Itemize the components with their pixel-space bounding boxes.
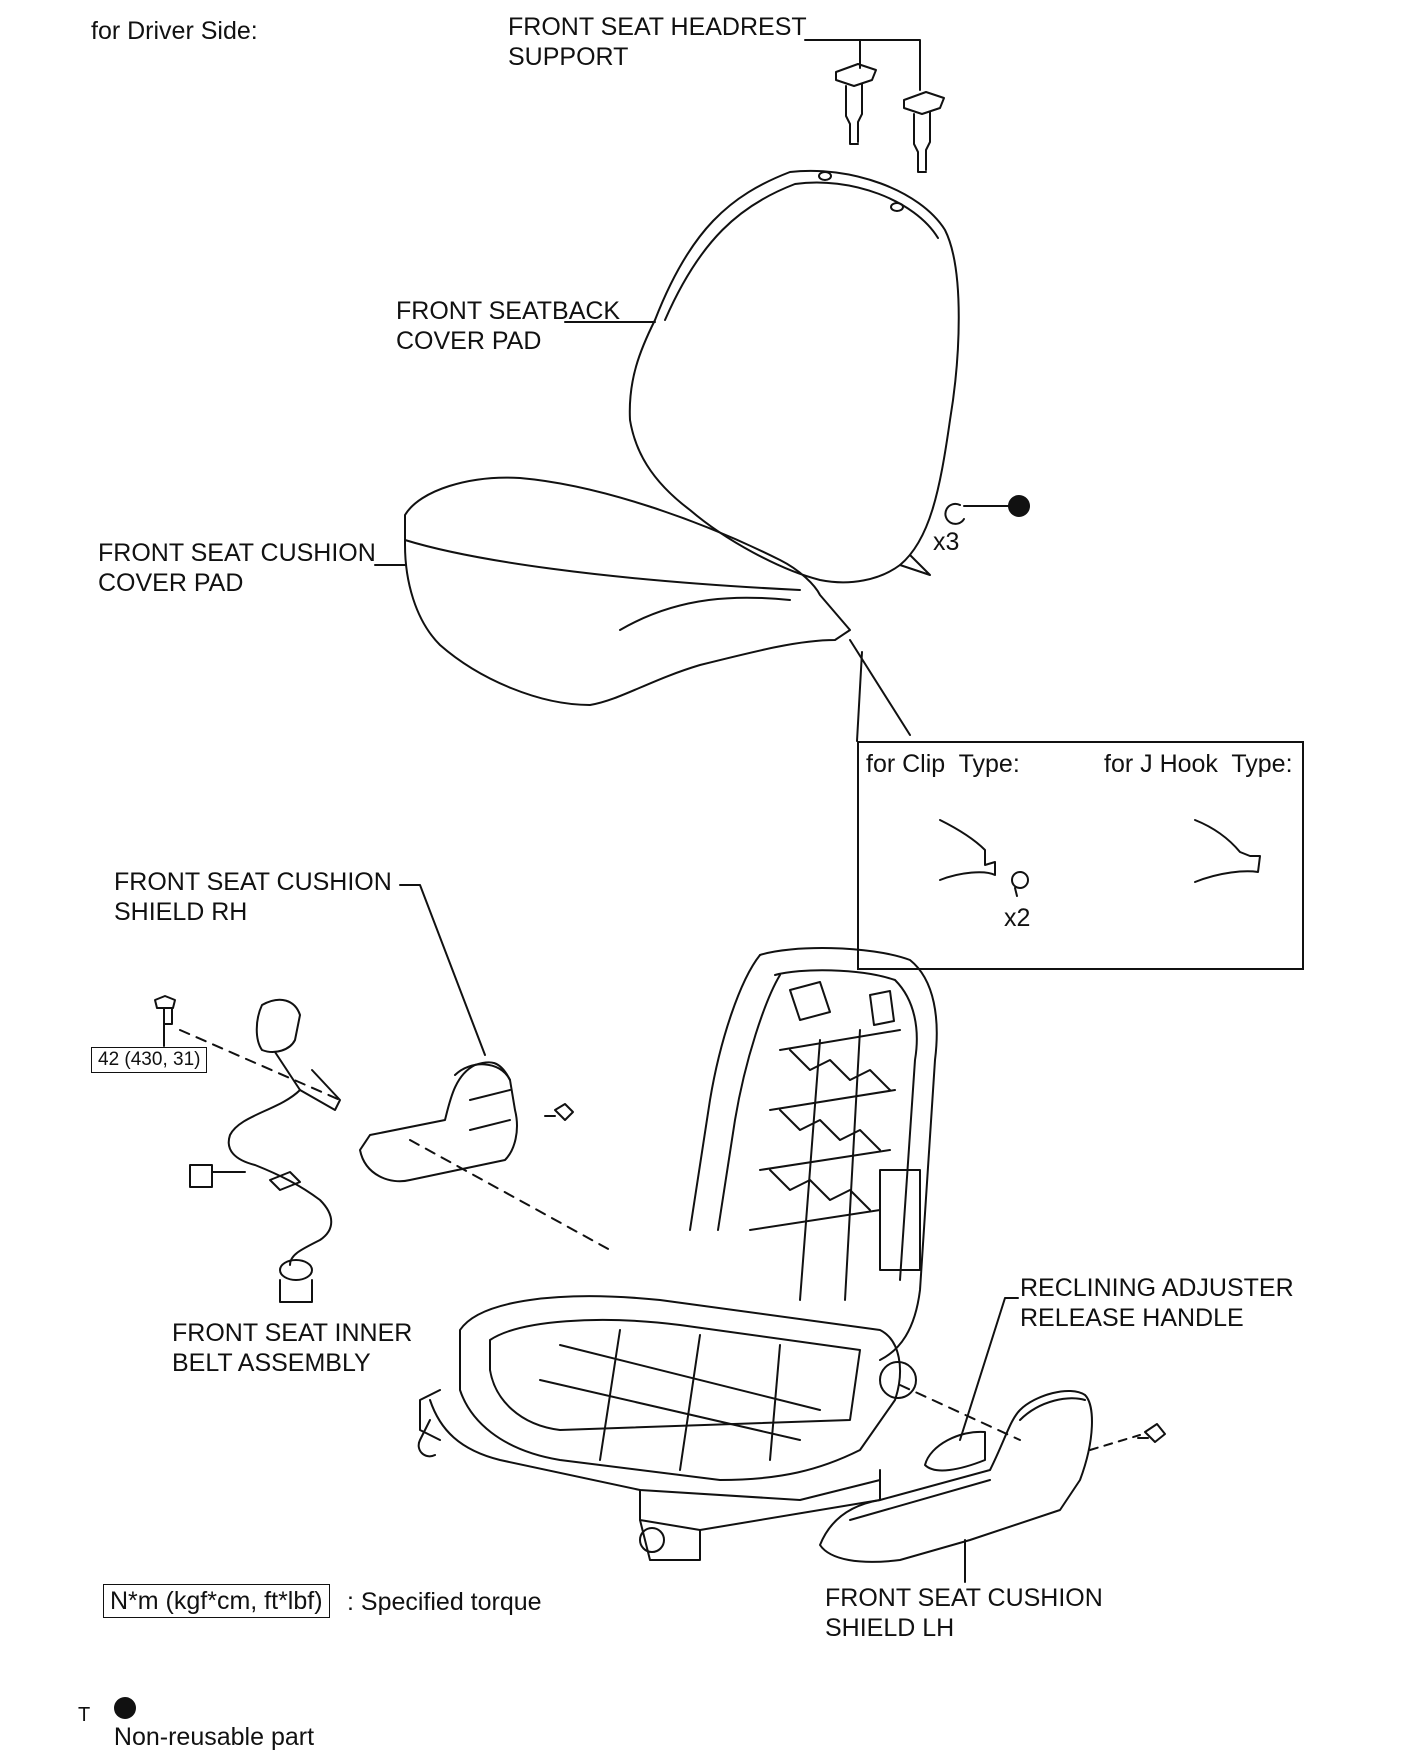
seatback-cover-pad-label: FRONT SEATBACK COVER PAD [396, 297, 621, 355]
torque-legend-box: N*m (kgf*cm, ft*lbf) [103, 1584, 330, 1618]
belt-bolt-icon [154, 995, 176, 1047]
inner-belt-assembly-label: FRONT SEAT INNER BELT ASSEMBLY [172, 1319, 413, 1377]
cushion-shield-rh-icon [359, 884, 518, 1183]
clip-type-icon [939, 819, 1029, 897]
cushion-shield-lh-label: FRONT SEAT CUSHION SHIELD LH [825, 1584, 1103, 1642]
clip-qty: x2 [1004, 904, 1031, 932]
non-reusable-marker-icon [1008, 495, 1030, 517]
inner-belt-assembly-icon [189, 998, 341, 1303]
jhook-type-label: for J Hook Type: [1104, 750, 1293, 778]
reclining-handle-label: RECLINING ADJUSTER RELEASE HANDLE [1020, 1274, 1294, 1332]
cushion-shield-rh-label: FRONT SEAT CUSHION SHIELD RH [114, 868, 392, 926]
headrest-support-label: FRONT SEAT HEADREST SUPPORT [508, 13, 807, 71]
seat-frame-icon [417, 947, 1021, 1561]
seatback-cover-pad-icon [564, 169, 960, 584]
jhook-type-icon [1194, 819, 1261, 883]
torque-legend-desc: : Specified torque [347, 1588, 542, 1616]
shield-screw-icon [544, 1103, 574, 1121]
reclining-handle-icon [924, 1297, 1019, 1472]
driver-side-label: for Driver Side: [91, 17, 258, 45]
hog-ring-icon [944, 502, 1009, 525]
non-reusable-dot-icon [113, 1697, 136, 1720]
headrest-support-icon [804, 39, 945, 173]
cushion-cover-pad-label: FRONT SEAT CUSHION COVER PAD [98, 539, 376, 597]
clip-type-label: for Clip Type: [866, 750, 1020, 778]
footer-code: T [78, 1704, 91, 1726]
belt-bolt-torque: 42 (430, 31) [91, 1047, 208, 1073]
clip-type-inset: for Clip Type: for J Hook Type: x2 [857, 741, 1304, 970]
alignment-line [179, 1029, 611, 1251]
cushion-cover-pad-icon [374, 476, 911, 742]
hog-ring-qty: x3 [933, 528, 960, 556]
cushion-shield-lh-icon [819, 1390, 1141, 1583]
shield-lh-screw-icon [1137, 1423, 1166, 1443]
